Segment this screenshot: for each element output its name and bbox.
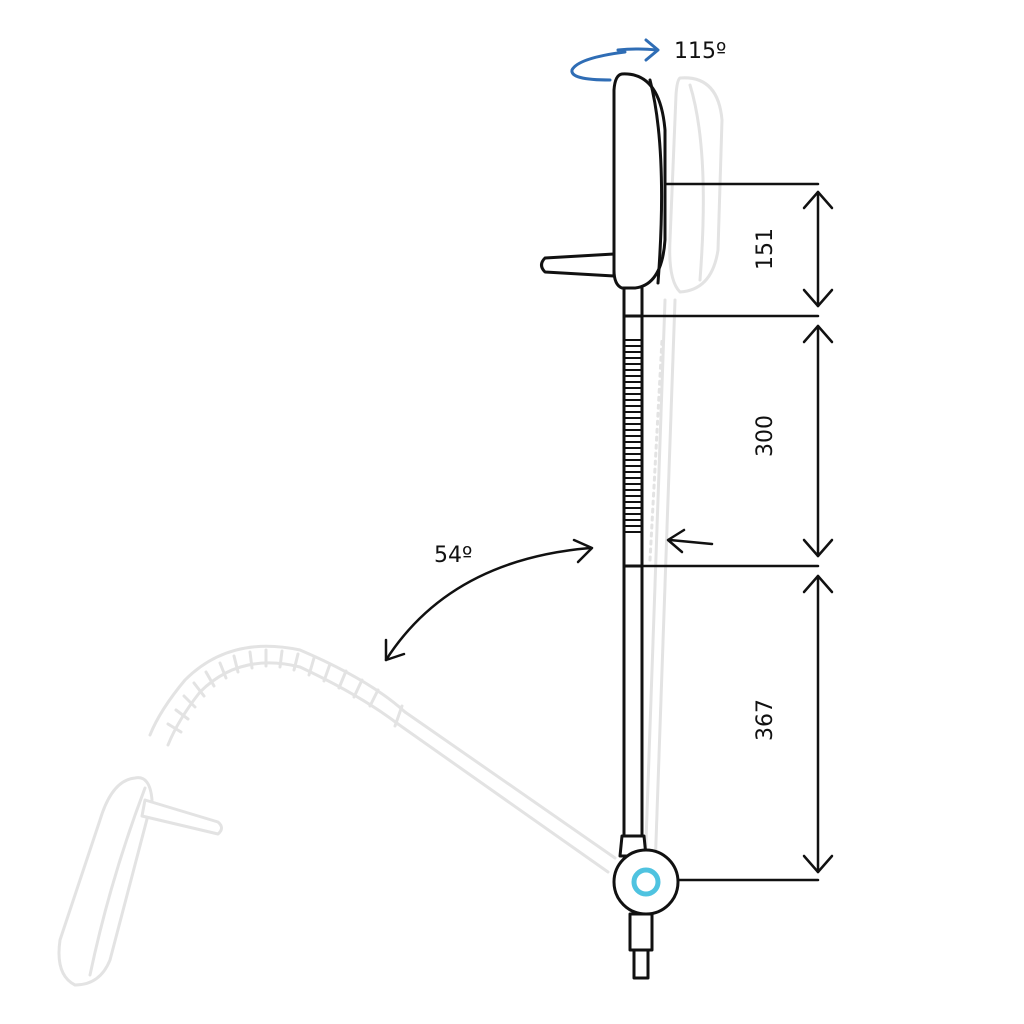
dim-label-300: 300 xyxy=(753,415,778,457)
head-handle xyxy=(540,252,616,278)
base-stem xyxy=(628,912,654,952)
rotation-arrow-icon xyxy=(570,50,627,82)
dim-label-367: 367 xyxy=(753,699,778,741)
tilt-arc-arrow-icon xyxy=(384,546,592,662)
pivot-ring-icon xyxy=(631,867,661,897)
gooseneck-ribs xyxy=(624,339,642,533)
dim-arrow-367 xyxy=(802,574,834,874)
rotation-angle-label: 115º xyxy=(674,39,726,64)
lamp-head-lens xyxy=(648,78,664,285)
lamp-upright xyxy=(540,72,680,980)
gooseneck xyxy=(622,288,644,568)
dim-label-151: 151 xyxy=(753,228,778,270)
dim-arrow-151 xyxy=(802,190,834,308)
tilt-angle-label: 54º xyxy=(434,543,472,568)
lamp-head xyxy=(612,72,667,290)
lower-arm xyxy=(622,564,644,838)
joint-pointer-arrow-icon xyxy=(668,538,714,546)
ghost-lamp-full-tilt xyxy=(57,644,617,987)
pivot-knob xyxy=(612,848,680,916)
base-plug xyxy=(632,948,650,980)
rotation-indicator: 115º xyxy=(570,38,726,82)
dimensions: 151 300 367 xyxy=(640,182,834,882)
dim-arrow-300 xyxy=(802,324,834,558)
tilt-indicator: 54º xyxy=(384,528,714,662)
